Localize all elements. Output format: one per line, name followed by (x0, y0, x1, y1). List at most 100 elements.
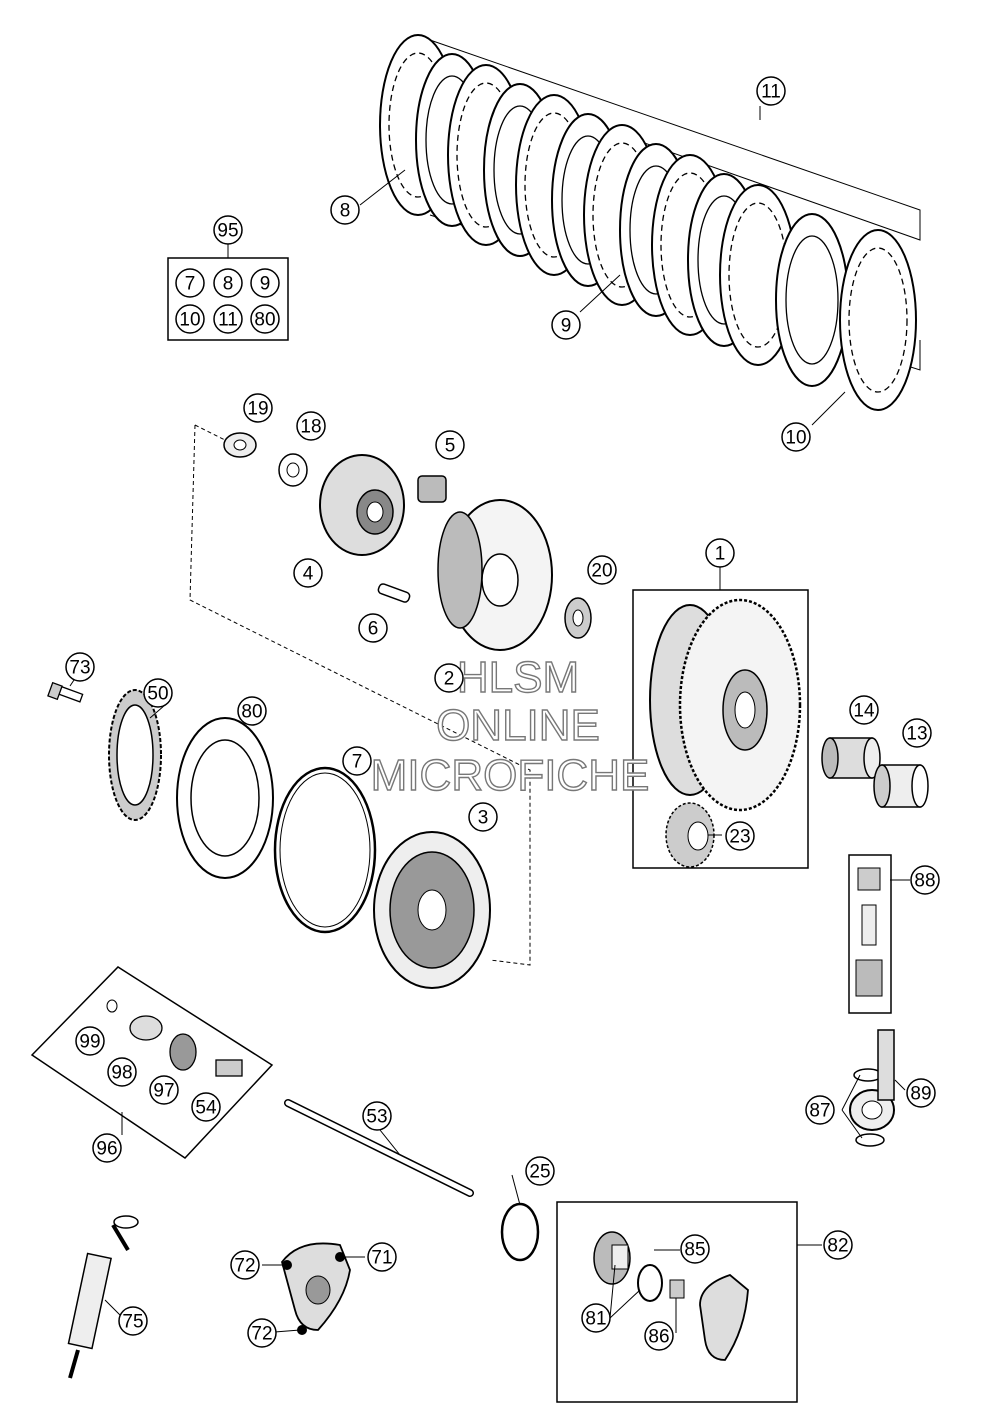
svg-text:99: 99 (79, 1032, 100, 1053)
svg-text:8: 8 (340, 201, 351, 222)
callout-89[interactable]: 89 (906, 1078, 936, 1108)
svg-text:11: 11 (761, 82, 781, 103)
callout-96[interactable]: 96 (92, 1133, 122, 1163)
svg-text:7: 7 (352, 752, 363, 773)
svg-text:23: 23 (729, 827, 750, 848)
kit-95-item-1[interactable]: 7 (175, 268, 205, 298)
callout-13[interactable]: 13 (902, 718, 932, 748)
thrust-washer (564, 597, 592, 639)
svg-text:13: 13 (906, 724, 927, 745)
callout-2[interactable]: 2 (434, 663, 464, 693)
kit-95-item-2[interactable]: 8 (213, 268, 243, 298)
svg-text:98: 98 (111, 1063, 132, 1084)
pin (377, 583, 411, 603)
svg-text:6: 6 (368, 619, 379, 640)
svg-text:82: 82 (827, 1236, 848, 1257)
callout-1[interactable]: 1 (705, 538, 735, 568)
svg-text:80: 80 (254, 310, 275, 331)
callout-3[interactable]: 3 (468, 802, 498, 832)
svg-text:14: 14 (853, 701, 875, 722)
callout-87[interactable]: 87 (805, 1095, 835, 1125)
callout-73[interactable]: 73 (65, 652, 95, 682)
callout-8[interactable]: 8 (330, 195, 360, 225)
callout-25[interactable]: 25 (525, 1156, 555, 1186)
callout-group: 8 11 9 10 95 7 8 9 10 11 80 19 18 5 4 6 … (65, 76, 940, 1351)
callout-10[interactable]: 10 (781, 422, 811, 452)
clutch-basket-group (632, 565, 809, 869)
kit-95-item-4[interactable]: 10 (175, 304, 205, 334)
callout-72-top[interactable]: 72 (230, 1250, 260, 1280)
callout-72-bottom[interactable]: 72 (247, 1318, 277, 1348)
svg-text:85: 85 (684, 1240, 705, 1261)
callout-85[interactable]: 85 (680, 1234, 710, 1264)
kit-96-box (30, 966, 274, 1159)
callout-18[interactable]: 18 (296, 411, 326, 441)
svg-text:9: 9 (561, 316, 572, 337)
svg-text:73: 73 (69, 658, 90, 679)
svg-text:7: 7 (185, 274, 196, 295)
callout-19[interactable]: 19 (243, 393, 273, 423)
callout-54[interactable]: 54 (191, 1092, 221, 1122)
damper-block (417, 475, 447, 503)
callout-75[interactable]: 75 (118, 1306, 148, 1336)
grease-syringe (67, 1215, 139, 1379)
callout-23[interactable]: 23 (725, 821, 755, 851)
svg-text:71: 71 (371, 1248, 392, 1269)
bushing (873, 764, 929, 808)
callout-80[interactable]: 80 (237, 696, 267, 726)
svg-text:89: 89 (910, 1084, 931, 1105)
svg-text:88: 88 (914, 871, 935, 892)
svg-text:81: 81 (585, 1309, 606, 1330)
svg-text:5: 5 (445, 436, 456, 457)
callout-71[interactable]: 71 (367, 1242, 397, 1272)
o-ring (273, 766, 377, 934)
svg-text:53: 53 (366, 1107, 387, 1128)
callout-98[interactable]: 98 (107, 1057, 137, 1087)
kit-95-item-3[interactable]: 9 (250, 268, 280, 298)
clutch-plate-stack (379, 34, 921, 411)
banjo-fitting (849, 1029, 895, 1147)
kit-95-item-6[interactable]: 80 (250, 304, 280, 334)
kit-95-item-5[interactable]: 11 (213, 304, 243, 334)
callout-88[interactable]: 88 (910, 865, 940, 895)
callout-97[interactable]: 97 (149, 1075, 179, 1105)
callout-50[interactable]: 50 (143, 678, 173, 708)
clutch-slave-housing (281, 1242, 351, 1335)
callout-53[interactable]: 53 (362, 1101, 392, 1131)
svg-text:10: 10 (785, 428, 806, 449)
callout-5[interactable]: 5 (435, 430, 465, 460)
svg-text:96: 96 (96, 1139, 117, 1160)
svg-text:54: 54 (195, 1098, 217, 1119)
kit-82-box (556, 1201, 822, 1403)
friction-disc (176, 717, 274, 879)
callout-6[interactable]: 6 (358, 613, 388, 643)
svg-text:9: 9 (260, 274, 271, 295)
svg-text:50: 50 (147, 684, 168, 705)
callout-9[interactable]: 9 (551, 310, 581, 340)
callout-81[interactable]: 81 (581, 1303, 611, 1333)
svg-text:75: 75 (122, 1312, 143, 1333)
diaphragm-spring (108, 689, 162, 821)
inner-hub (437, 499, 553, 651)
callout-95[interactable]: 95 (213, 215, 243, 245)
pressure-cap (319, 454, 405, 556)
svg-text:2: 2 (444, 669, 455, 690)
callout-99[interactable]: 99 (75, 1026, 105, 1056)
callout-4[interactable]: 4 (293, 558, 323, 588)
nut (223, 432, 257, 458)
lock-washer (278, 453, 308, 487)
svg-text:87: 87 (809, 1101, 830, 1122)
svg-text:72: 72 (251, 1324, 272, 1345)
svg-text:97: 97 (153, 1081, 174, 1102)
callout-11[interactable]: 11 (756, 76, 786, 106)
watermark: HLSM ONLINE MICROFICHE (370, 652, 650, 800)
callout-14[interactable]: 14 (849, 695, 879, 725)
svg-text:95: 95 (217, 221, 238, 242)
callout-82[interactable]: 82 (823, 1230, 853, 1260)
callout-7[interactable]: 7 (342, 746, 372, 776)
seal-ring (500, 1202, 540, 1262)
svg-text:4: 4 (303, 564, 314, 585)
callout-20[interactable]: 20 (587, 555, 617, 585)
callout-86[interactable]: 86 (644, 1321, 674, 1351)
